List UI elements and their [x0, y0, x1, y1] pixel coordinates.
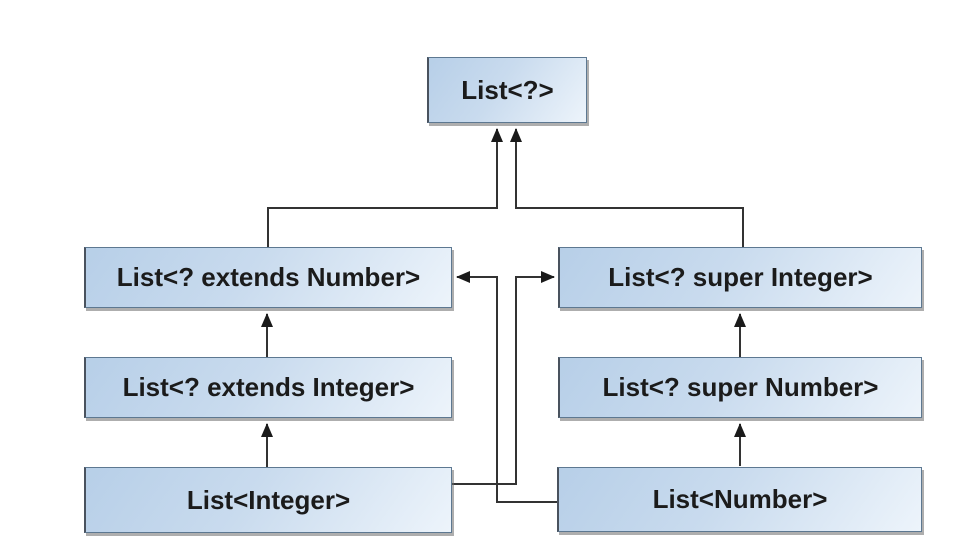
- edge-integer-to-super-integer: [452, 271, 555, 485]
- node-list-super-integer: List<? super Integer>: [558, 247, 922, 308]
- node-list-extends-number-label: List<? extends Number>: [116, 262, 421, 292]
- node-list-super-number-label: List<? super Number>: [602, 372, 879, 402]
- node-list-integer: List<Integer>: [84, 467, 452, 533]
- node-list-number-label: List<Number>: [652, 484, 828, 514]
- node-list-extends-integer-label: List<? extends Integer>: [122, 372, 415, 402]
- node-list-super-integer-label: List<? super Integer>: [608, 262, 873, 292]
- node-list-number: List<Number>: [557, 467, 922, 532]
- edge-extends-number-to-wildcard: [267, 128, 503, 247]
- node-list-integer-label: List<Integer>: [186, 484, 351, 515]
- node-list-extends-integer: List<? extends Integer>: [84, 357, 452, 418]
- node-list-wildcard-label: List<?>: [461, 74, 554, 105]
- edge-super-integer-to-wildcard: [510, 128, 744, 247]
- node-list-super-number: List<? super Number>: [558, 357, 922, 418]
- edge-number-to-extends-number: [456, 271, 557, 503]
- node-list-wildcard: List<?>: [427, 57, 587, 123]
- node-list-extends-number: List<? extends Number>: [84, 247, 452, 308]
